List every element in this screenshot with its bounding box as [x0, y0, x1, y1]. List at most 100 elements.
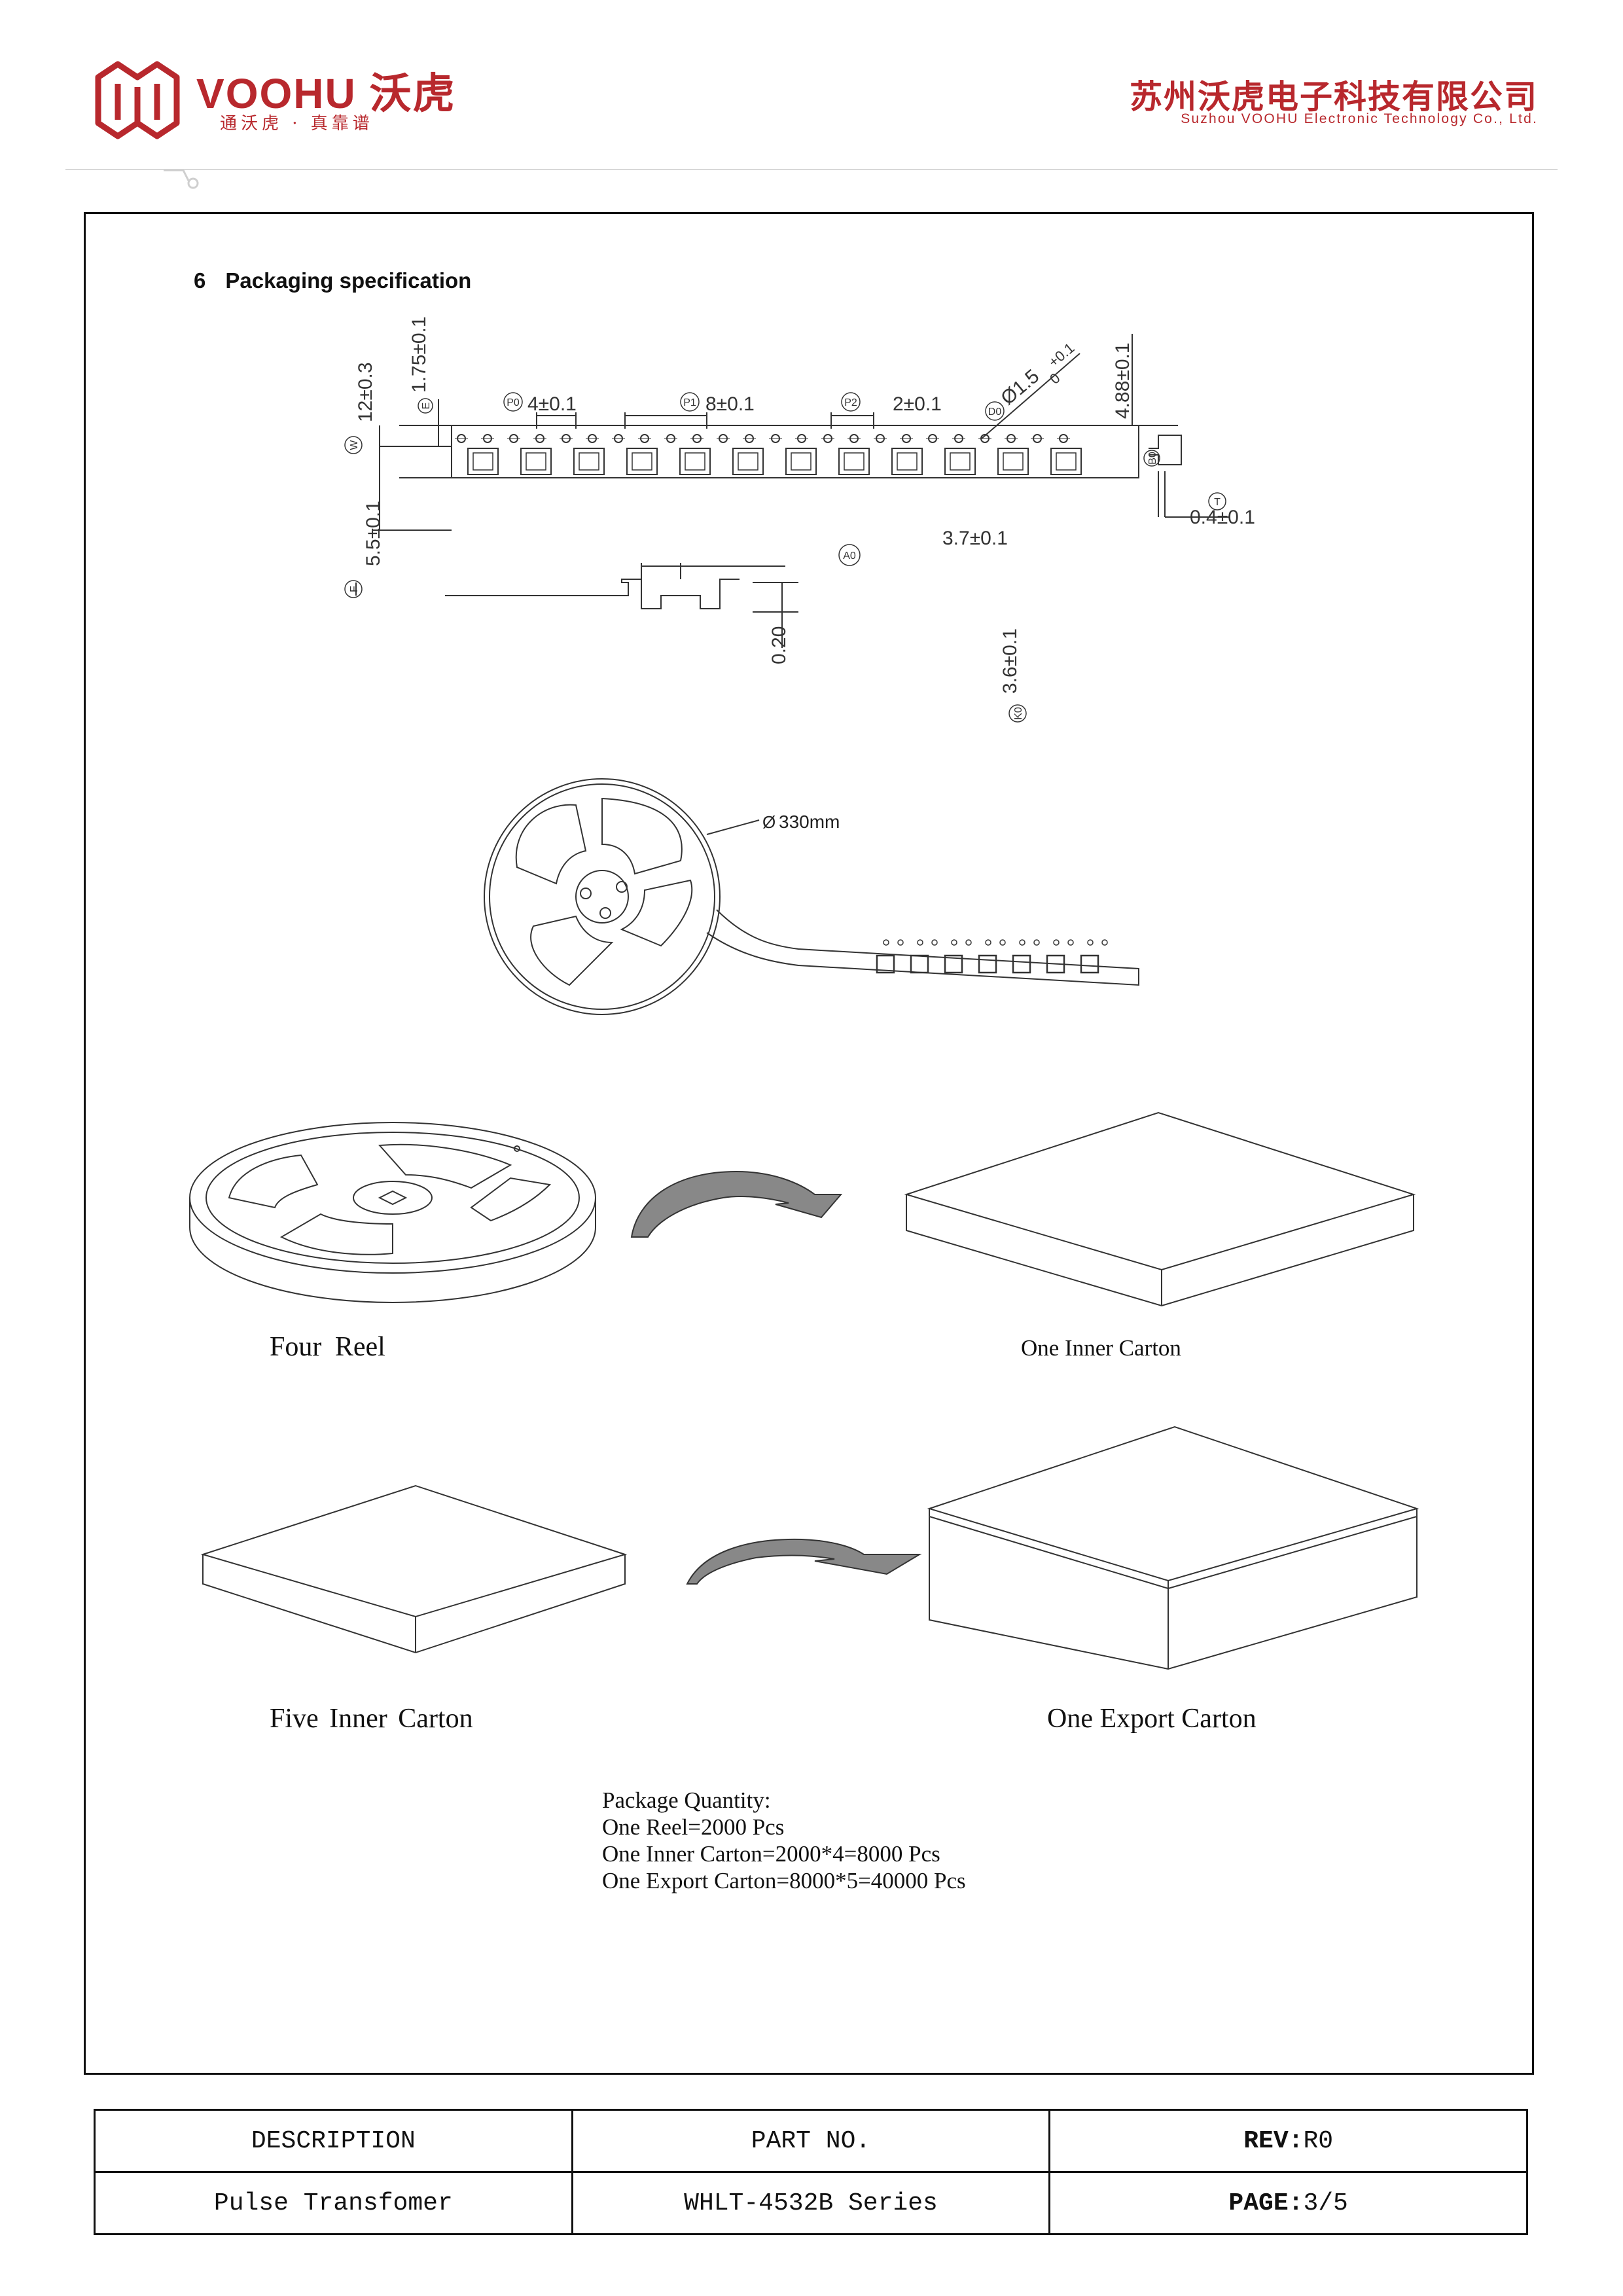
content-frame: [84, 212, 1534, 2075]
package-quantity-line: One Inner Carton=2000*4=8000 Pcs: [602, 1841, 940, 1867]
dim-D0-tol-upper: +0.1: [1045, 340, 1077, 370]
label-T: T: [1214, 497, 1221, 508]
arrow-icon: [686, 1538, 922, 1585]
tape-pocket: [573, 448, 605, 475]
tape-pocket-inner: [632, 452, 652, 471]
circuit-dot-icon: [164, 169, 199, 189]
dim-E: 1.75±0.1: [408, 316, 430, 393]
tape-pocket-inner: [473, 452, 493, 471]
caption-one-export-carton: One Export Carton: [1047, 1704, 1257, 1734]
reel-tape-hole: [1087, 939, 1094, 946]
reel-tape-hole: [897, 939, 904, 946]
footer-partno-value: WHLT-4532B Series: [571, 2171, 1051, 2235]
package-quantity-line: One Export Carton=8000*5=40000 Pcs: [602, 1868, 966, 1893]
label-E: E: [421, 403, 432, 410]
tape-pocket: [838, 448, 870, 475]
caption-four-reel: Four Reel: [270, 1332, 385, 1362]
company-name-cn: 苏州沃虎电子科技有限公司: [1130, 78, 1538, 116]
tape-pocket-inner: [1056, 452, 1077, 471]
reel-diagram: Ø 330mm: [484, 778, 1139, 1015]
section-title: Packaging specification: [225, 268, 472, 293]
reel-tape-hole: [999, 939, 1006, 946]
section-number: 6: [194, 268, 206, 293]
logo-slogan: 通沃虎 · 真靠谱: [220, 114, 374, 134]
reel-diameter-prefix: Ø: [762, 812, 776, 832]
footer-page-label: PAGE:: [1228, 2189, 1304, 2217]
dim-D0: Ø1.5: [997, 365, 1043, 409]
label-F: F: [349, 586, 360, 592]
reel-tape-pocket: [1080, 954, 1099, 974]
tape-pocket-inner: [685, 452, 705, 471]
reel-tape-pocket: [1046, 954, 1065, 974]
tape-pocket-inner: [738, 452, 758, 471]
dim-P2: 2±0.1: [893, 393, 942, 415]
tape-pocket-inner: [897, 452, 918, 471]
footer-description-value: Pulse Transfomer: [94, 2171, 573, 2235]
label-K0: K0: [1013, 707, 1024, 720]
tape-pocket-inner: [579, 452, 599, 471]
reel-tape-hole: [951, 939, 957, 946]
tape-pocket: [467, 448, 499, 475]
footer-table: DESCRIPTION PART NO. REV:R0 Pulse Transf…: [94, 2109, 1528, 2235]
label-P2: P2: [844, 397, 857, 408]
dim-A0: 3.7±0.1: [942, 528, 1008, 549]
tape-pocket: [944, 448, 976, 475]
sprocket-holes: [455, 434, 1070, 443]
label-B0: B0: [1147, 452, 1158, 465]
package-quantity-line: One Reel=2000 Pcs: [602, 1814, 785, 1840]
package-quantity-heading: Package Quantity:: [602, 1787, 771, 1813]
company-logo-icon: [95, 61, 180, 139]
label-P0: P0: [507, 397, 520, 408]
dim-P0: 4±0.1: [527, 393, 577, 415]
dim-P1: 8±0.1: [705, 393, 755, 415]
footer-rev-value: R0: [1303, 2126, 1334, 2155]
package-quantity-block: Package Quantity: One Reel=2000 Pcs One …: [602, 1787, 966, 1894]
dim-K0: 3.6±0.1: [999, 628, 1021, 694]
footer-page-cell: PAGE:3/5: [1048, 2171, 1528, 2235]
tape-pocket-inner: [844, 452, 865, 471]
caption-one-inner-carton: One Inner Carton: [1021, 1335, 1181, 1361]
tape-pocket-inner: [526, 452, 546, 471]
reel-tape-hole: [883, 939, 889, 946]
label-D0: D0: [988, 406, 1002, 418]
reel-tape-hole: [1033, 939, 1040, 946]
reel-tape-hole: [1053, 939, 1060, 946]
tape-pocket-inner: [1003, 452, 1024, 471]
four-reel-drawing: [189, 1122, 596, 1304]
footer-description-header: DESCRIPTION: [94, 2109, 573, 2173]
dim-T: 0.4±0.1: [1190, 507, 1255, 528]
reel-tape-pocket: [944, 954, 963, 974]
dim-thickness: 0.20: [768, 626, 790, 664]
dim-D0-tol-lower: 0: [1046, 370, 1063, 387]
dim-W: 12±0.3: [355, 362, 376, 422]
tape-pocket: [732, 448, 764, 475]
label-W: W: [349, 440, 360, 450]
footer-value-row: Pulse Transfomer WHLT-4532B Series PAGE:…: [94, 2171, 1528, 2235]
footer-rev-label: REV:: [1243, 2126, 1304, 2155]
reel-tape-hole: [931, 939, 938, 946]
carrier-tape-drawing: W E F P0 P1 P2 D0 B0 T A0 K0 12±0.3 1.75…: [344, 316, 1255, 723]
reel-tape-pocket: [978, 954, 997, 974]
inner-carton-drawing: [904, 1111, 1416, 1307]
export-carton-drawing: [927, 1426, 1419, 1670]
reel-tape-hole: [1019, 939, 1026, 946]
tape-pocket: [520, 448, 552, 475]
dim-B0: 4.88±0.1: [1112, 342, 1133, 419]
tape-pocket: [785, 448, 817, 475]
company-name-en: Suzhou VOOHU Electronic Technology Co., …: [1181, 111, 1538, 126]
reel-tape-hole: [1101, 939, 1108, 946]
logo-wordmark: VOOHU 沃虎: [196, 70, 456, 117]
footer-header-row: DESCRIPTION PART NO. REV:R0: [94, 2109, 1528, 2173]
arrow-icon: [630, 1170, 843, 1238]
reel-tape-hole: [917, 939, 923, 946]
footer-partno-header: PART NO.: [571, 2109, 1051, 2173]
reel-tape-pocket: [876, 954, 895, 974]
header-divider: [65, 169, 1558, 170]
section-heading: 6 Packaging specification: [194, 268, 471, 293]
tape-strip: [451, 425, 1139, 478]
tape-pocket: [891, 448, 923, 475]
footer-rev-cell: REV:R0: [1048, 2109, 1528, 2173]
reel-tape-hole: [985, 939, 991, 946]
tape-pocket: [626, 448, 658, 475]
dim-F: 5.5±0.1: [363, 501, 384, 566]
